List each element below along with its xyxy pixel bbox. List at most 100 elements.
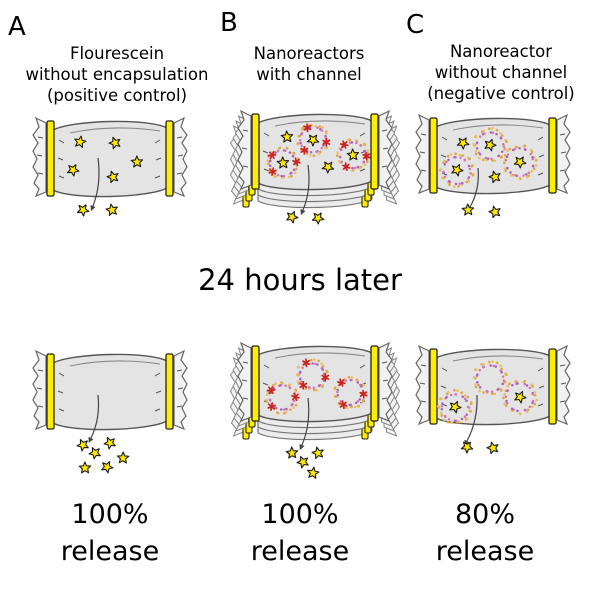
release-arrowhead	[300, 209, 306, 216]
membrane-end-right	[556, 344, 571, 426]
fluorescein-star-icon	[488, 205, 501, 219]
release-arrow	[301, 397, 310, 446]
release-label-b: 100% release	[250, 499, 350, 567]
release-arrow	[469, 167, 479, 208]
fold-line	[69, 360, 161, 367]
fold-line	[452, 355, 544, 362]
dialysis-bag-scene-a-before	[32, 116, 188, 217]
bag-clip-left	[251, 113, 260, 190]
channel-protein-icon	[292, 157, 301, 167]
bag-clip-left	[251, 345, 260, 422]
channel-protein-icon	[267, 402, 276, 412]
channel-protein-icon	[302, 358, 311, 368]
fluorescein-star-icon	[88, 447, 101, 460]
membrane-end-right	[556, 113, 571, 195]
nanoreactor-vesicle	[472, 360, 508, 396]
fluorescein-star-icon	[76, 204, 90, 217]
nanoreactor-with-channel	[295, 358, 330, 392]
fold-line	[274, 352, 366, 359]
channel-protein-icon	[268, 167, 277, 177]
dialysis-bag	[32, 349, 188, 431]
fold-line	[274, 120, 366, 127]
fluorescein-star-icon	[461, 203, 475, 216]
bag-clip-right	[370, 345, 379, 422]
panel-letter-b: B	[220, 8, 238, 38]
dialysis-bag	[32, 116, 188, 198]
bag-clip-left	[429, 348, 438, 425]
fluorescein-star-icon	[285, 446, 299, 459]
panel-title-a: Flourescein without encapsulation (posit…	[25, 44, 209, 105]
fluorescein-star-icon	[513, 156, 527, 169]
fluorescein-star-icon	[103, 437, 116, 450]
channel-protein-icon	[267, 151, 277, 160]
dialysis-bag	[415, 113, 571, 195]
release-arrow	[92, 157, 100, 207]
nanoreactor-vesicle	[436, 388, 473, 425]
fluorescein-star-icon	[307, 466, 320, 479]
membrane-end-right	[173, 116, 188, 198]
channel-protein-icon	[322, 137, 331, 147]
fluorescein-star-icon	[67, 164, 80, 177]
nanoreactor-vesicle	[502, 144, 538, 180]
dialysis-bag-scene-a-after	[32, 349, 188, 474]
fluorescein-star-icon	[276, 156, 290, 169]
fluorescein-star-icon	[321, 161, 335, 174]
bag-clip-right	[548, 117, 557, 194]
fluorescein-star-icon	[514, 390, 527, 404]
membrane-end-left	[415, 113, 430, 195]
membrane-end-left	[32, 349, 47, 431]
nanoreactor-with-channel	[335, 138, 371, 173]
bag-clip-left	[46, 353, 55, 430]
dialysis-bag-scene-b-before	[229, 109, 401, 225]
channel-protein-icon	[291, 392, 300, 402]
fluorescein-star-icon	[486, 441, 499, 455]
panel-letter-a: A	[8, 12, 26, 42]
membrane-end-right	[173, 349, 188, 431]
channel-protein-icon	[299, 380, 308, 390]
bag-clip-left	[429, 117, 438, 194]
membrane-end-left	[32, 116, 47, 198]
release-arrow	[90, 394, 100, 439]
fluorescein-star-icon	[280, 130, 294, 143]
release-label-a: 100% release	[60, 499, 160, 567]
release-arrow	[466, 394, 478, 442]
channel-protein-icon	[339, 140, 349, 149]
bag-clip-left	[46, 120, 55, 197]
bag-clip-right	[165, 353, 174, 430]
release-label-c: 80% release	[435, 499, 535, 567]
fold-line	[452, 124, 544, 131]
fold-line	[69, 127, 161, 134]
dialysis-bag-scene-c-after	[415, 344, 571, 455]
fluorescein-star-icon	[101, 461, 114, 474]
membrane-end-left	[415, 344, 430, 426]
nanoreactor-with-channel	[265, 381, 300, 415]
panel-title-c: Nanoreactor without channel (negative co…	[427, 42, 575, 103]
channel-protein-icon	[300, 145, 309, 155]
nanoreactor-vesicle	[502, 379, 538, 416]
fluorescein-star-icon	[311, 212, 325, 225]
release-arrowhead	[90, 205, 96, 212]
release-arrowhead	[88, 436, 94, 443]
bag-clip-right	[370, 113, 379, 190]
channel-protein-icon	[359, 389, 368, 399]
channel-protein-icon	[339, 400, 348, 410]
fluorescein-star-icon	[108, 136, 121, 150]
nanoreactor-with-channel	[296, 123, 331, 158]
fluorescein-star-icon	[451, 163, 464, 177]
nanoreactor-vesicle	[472, 127, 508, 163]
dialysis-bag	[415, 344, 571, 426]
release-arrowhead	[299, 444, 305, 451]
fluorescein-star-icon	[286, 210, 299, 224]
nanoreactor-vesicle	[438, 152, 475, 188]
fluorescein-star-icon	[296, 455, 309, 469]
dialysis-bag-scene-b-after	[229, 341, 401, 479]
panel-letter-c: C	[406, 10, 425, 40]
fluorescein-star-icon	[106, 170, 119, 184]
fluorescein-star-icon	[460, 441, 474, 454]
fluorescein-star-icon	[484, 138, 497, 152]
fluorescein-star-icon	[488, 170, 501, 184]
channel-protein-icon	[362, 151, 371, 161]
nanoreactor-with-channel	[266, 146, 301, 179]
fluorescein-star-icon	[76, 439, 89, 452]
